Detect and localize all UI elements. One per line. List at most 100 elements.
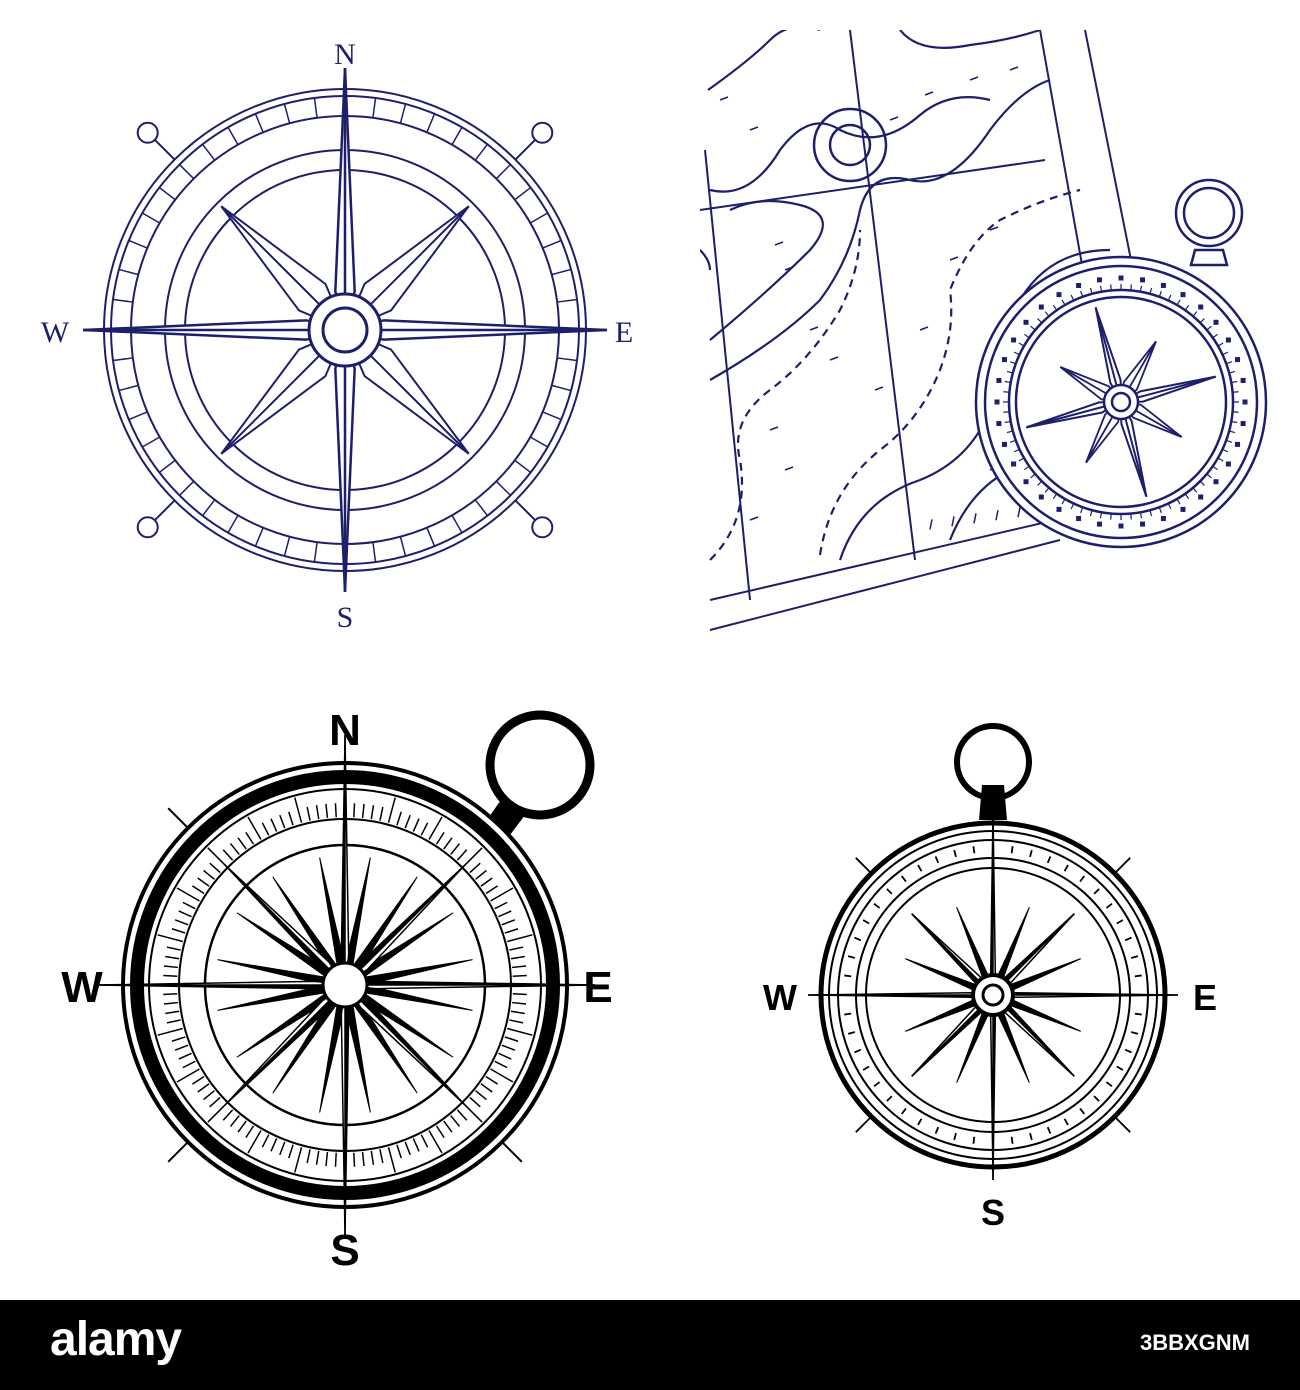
bezel-tick [886,888,893,895]
bezel-tick [254,527,264,547]
bezel-tick [372,97,377,118]
bezel-dot [1056,506,1062,512]
bezel-tick [1009,361,1016,365]
bezel-dot [1213,319,1219,325]
bezel-tick [370,1150,375,1165]
bezel-tick [1134,1012,1142,1016]
bezel-tick [529,436,549,448]
bezel-tick [174,919,189,926]
bezel-tick [551,268,572,276]
bezel-tick [197,1083,210,1093]
bezel-tick [353,1152,356,1167]
bezel-dot [1160,282,1166,288]
bezel-dot [1001,357,1007,363]
map-scale-tick [973,513,977,524]
bezel-tick [261,822,270,836]
bezel-tick [1124,936,1132,942]
bezel-tick [1018,342,1025,347]
bezel-tick [862,1065,870,1071]
bezel-tick [953,1132,957,1141]
bezel-dot [1011,461,1017,467]
bezel-tick [1130,955,1139,959]
bezel-tick [844,1012,852,1016]
bezel-tick [1130,284,1132,291]
bezel-dot [1225,337,1231,343]
bezel-dot [1180,506,1186,512]
bezel-dot [1056,292,1062,298]
bezel-dot [1235,357,1241,363]
map-scale-tick [995,510,999,521]
rose-cardinal-point [992,994,1179,999]
bezel-tick [325,803,329,818]
bezel-tick [203,1090,215,1101]
bezel-tick [1226,439,1233,443]
bezel-tick [557,298,578,303]
bezel-dot [1225,461,1231,467]
bezel-tick [512,993,527,996]
bezel-tick [1003,411,1010,413]
bezel-tick [1105,902,1113,909]
north-label: N [329,706,361,755]
map-contour-mark [924,91,934,96]
map-contour-mark [719,96,729,101]
watermark-footer: alamy 3BBXGNM [0,1300,1300,1390]
bezel-tick [1061,299,1066,306]
bezel-tick [283,536,291,557]
bezel-dot [1011,337,1017,343]
bezel-tick [247,1130,262,1154]
bezel-tick [420,822,429,836]
bezel-tick [372,542,377,563]
map-scale-tick [951,516,955,527]
bezel-tick [1134,974,1142,978]
bezel-tick [512,974,527,977]
bezel-tick [163,965,178,969]
navy-compass-rose: N S W E [41,38,633,634]
bezel-tick [279,1141,286,1156]
bezel-tick [207,1103,227,1123]
east-label: E [1193,977,1217,1018]
bezel-tick [1089,510,1093,517]
map-scale-tick [929,519,933,530]
bezel-tick [229,843,240,855]
rose-diagonal-point [224,864,346,986]
bezel-tick [514,186,532,201]
bezel-tick [229,1115,240,1127]
bezel-tick [451,126,463,146]
bezel-tick [1004,420,1011,424]
bezel-tick [1079,875,1086,883]
south-label: S [337,601,354,634]
bezel-tick [294,1147,303,1173]
bezel-tick [509,946,524,951]
map-contour-mark [969,76,979,81]
bezel-tick [353,803,356,818]
bezel-tick [270,1138,278,1152]
bezel-tick [334,803,337,818]
bezel-tick [1006,370,1013,374]
bezel-tick [306,806,311,821]
bezel-tick [1130,1031,1139,1035]
compass-large-graphic [94,710,596,1236]
bezel-tick [443,837,453,850]
bezel-dot [1076,282,1082,288]
bezel-tick [141,212,161,224]
bezel-tick [469,862,481,874]
bezel-tick [396,811,402,826]
bezel-tick [1217,457,1224,462]
east-label: E [615,316,633,349]
bezel-tick [1167,503,1172,510]
bezel-tick [551,384,572,392]
bezel-tick [854,1048,862,1054]
bezel-tick [315,805,320,820]
bezel-tick [396,1144,402,1159]
map-contour-mark [784,466,794,471]
bezel-tick [1029,849,1033,858]
bezel-dot [1038,494,1044,500]
bezel-tick [118,268,139,276]
bezel-tick [203,869,215,880]
bezel-tick [370,805,375,820]
handle-knob [531,516,554,539]
pocket-compass [974,178,1268,549]
bezel-dot [1001,441,1007,447]
bezel-tick [379,806,384,821]
bezel-tick [315,1150,320,1165]
